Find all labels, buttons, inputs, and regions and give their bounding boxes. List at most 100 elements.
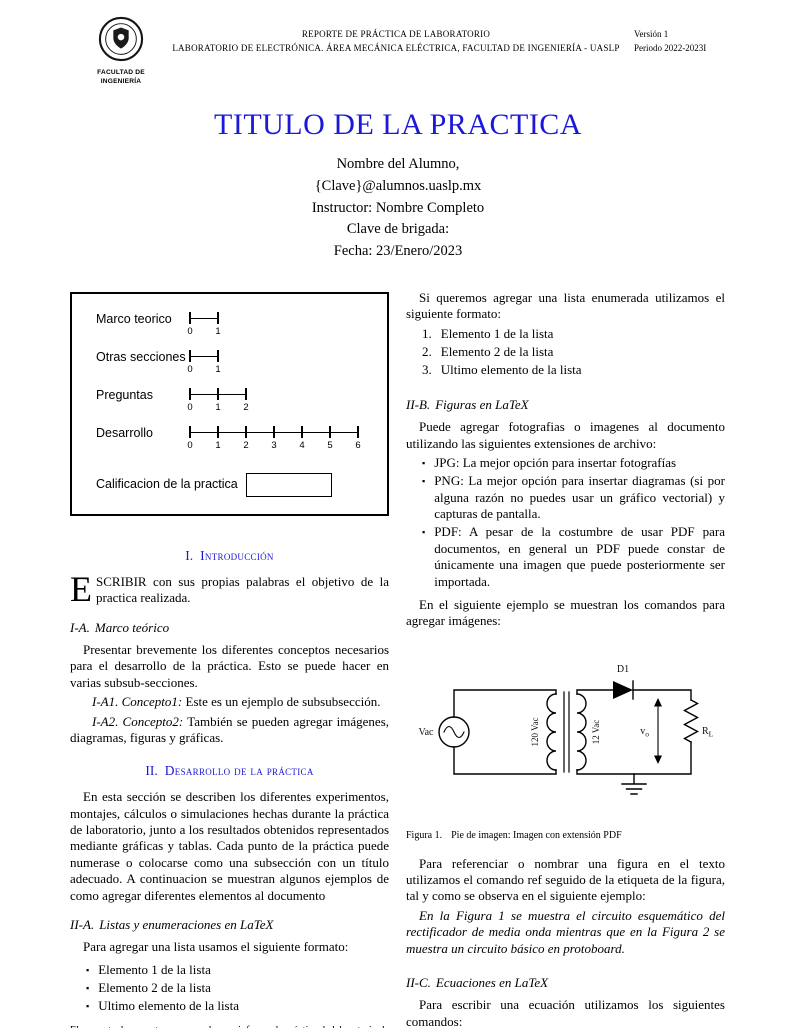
tick-mark bbox=[189, 425, 191, 438]
figure-caption-text: Pie de imagen: Imagen con extensión PDF bbox=[451, 829, 622, 841]
document-header: FACULTAD DE INGENIERÍA REPORTE DE PRÁCTI… bbox=[70, 16, 726, 86]
bullet-icon: ▪ bbox=[86, 1001, 90, 1012]
section-title: Introducción bbox=[200, 547, 274, 563]
tick-mark bbox=[189, 387, 191, 400]
header-version-block: Versión 1 Periodo 2022-2023I bbox=[634, 16, 726, 56]
tick-mark bbox=[301, 425, 303, 438]
arrowhead-up bbox=[654, 697, 662, 707]
page-title: TITULO DE LA PRACTICA bbox=[214, 108, 582, 142]
report-type-line: REPORTE DE PRÁCTICA DE LABORATORIO bbox=[301, 29, 491, 39]
wire bbox=[453, 745, 557, 775]
score-scale: 0 1 2 bbox=[187, 386, 249, 418]
version-label: Versión 1 bbox=[634, 29, 669, 39]
author-email: {Clave}@alumnos.uaslp.mx bbox=[314, 177, 482, 194]
tick-label: 4 bbox=[299, 439, 305, 451]
section-number: I. bbox=[185, 547, 194, 563]
wire bbox=[576, 740, 692, 775]
logo-caption: FACULTAD DE INGENIERÍA bbox=[84, 69, 158, 86]
list-item: ▪PNG: La mejor opción para insertar diag… bbox=[422, 473, 725, 522]
wire bbox=[453, 688, 557, 718]
laboratory-line: LABORATORIO DE ELECTRÓNICA. ÁREA MECÁNIC… bbox=[172, 42, 620, 53]
source-label: Vac bbox=[419, 727, 435, 738]
subsection-heading-listas: II-A.Listas y enumeraciones en LaTeX bbox=[70, 917, 389, 933]
figure-caption: Figura 1. Pie de imagen: Imagen con exten… bbox=[406, 829, 725, 842]
subsection-title: Listas y enumeraciones en LaTeX bbox=[99, 916, 274, 932]
header-center-block: REPORTE DE PRÁCTICA DE LABORATORIO LABOR… bbox=[158, 16, 634, 56]
vout-label: vo bbox=[640, 726, 649, 739]
list-number: 3. bbox=[422, 362, 432, 378]
ref-example-paragraph: En la Figura 1 se muestra el circuito es… bbox=[406, 907, 725, 956]
two-column-body: Marco teorico 0 1 Otras secciones 0 1 Pr… bbox=[70, 290, 726, 1028]
tick-mark bbox=[245, 387, 247, 400]
list-item-text: PDF: A pesar de la costumbre de usar PDF… bbox=[434, 524, 725, 589]
tick-label: 1 bbox=[215, 401, 221, 413]
tick-mark bbox=[245, 425, 247, 438]
right-column: Si queremos agregar una lista enumerada … bbox=[406, 290, 725, 1028]
bullet-icon: ▪ bbox=[86, 964, 90, 975]
primary-voltage-label: 120 Vac bbox=[530, 717, 540, 746]
primary-coil bbox=[546, 692, 557, 771]
subsection-title: Ecuaciones en LaTeX bbox=[435, 974, 549, 990]
instructor-line: Instructor: Nombre Completo bbox=[311, 199, 485, 216]
ground-icon bbox=[621, 772, 647, 795]
section-title: Desarrollo de la práctica bbox=[164, 763, 314, 779]
rubric-row-label: Preguntas bbox=[96, 387, 153, 402]
tick-label: 1 bbox=[215, 363, 221, 375]
figure-caption-label: Figura 1. bbox=[406, 829, 443, 841]
secondary-coil bbox=[576, 692, 587, 771]
tick-label: 0 bbox=[187, 439, 193, 451]
score-scale: 0 1 bbox=[187, 310, 221, 342]
file-format-list: ▪JPG: La mejor opción para insertar foto… bbox=[406, 455, 725, 590]
score-scale: 0 1 2 3 4 5 6 bbox=[187, 424, 361, 456]
rubric-row-label: Desarrollo bbox=[96, 425, 153, 440]
subsection-number: II-B. bbox=[406, 396, 431, 412]
circuit-diagram: Vac 120 Vac 12 Vac D1 vo RL bbox=[419, 664, 714, 795]
section-heading-introduccion: I. Introducción bbox=[70, 547, 389, 564]
rubric-row: Desarrollo 0 1 2 3 4 5 6 bbox=[96, 422, 373, 460]
rubric-row: Preguntas 0 1 2 bbox=[96, 384, 373, 422]
list-item: ▪JPG: La mejor opción para insertar foto… bbox=[422, 455, 725, 471]
numbered-list: 1.Elemento 1 de la lista 2.Elemento 2 de… bbox=[406, 326, 725, 379]
date-line: Fecha: 23/Enero/2023 bbox=[333, 243, 463, 260]
logo-caption-line2: INGENIERÍA bbox=[100, 77, 142, 85]
author-name: Nombre del Alumno, bbox=[336, 156, 460, 173]
tick-label: 5 bbox=[327, 439, 333, 451]
subsection-heading-figuras: II-B.Figuras en LaTeX bbox=[406, 397, 725, 413]
subsection-number: I-A. bbox=[70, 619, 90, 635]
figuras-intro-paragraph: Puede agregar fotografias o imagenes al … bbox=[406, 419, 725, 451]
section-heading-desarrollo: II.Desarrollo de la práctica bbox=[70, 762, 389, 779]
list-item-text: Elemento 2 de la lista bbox=[440, 344, 554, 359]
tick-mark bbox=[217, 425, 219, 438]
rubric-row: Marco teorico 0 1 bbox=[96, 308, 373, 346]
bullet-list: ▪ Elemento 1 de la lista ▪Elemento 2 de l… bbox=[70, 962, 389, 1017]
dropcap-letter: E bbox=[70, 568, 92, 609]
university-seal-icon bbox=[98, 16, 144, 62]
rubric-row-label: Otras secciones bbox=[96, 349, 186, 364]
period-label: Periodo 2022-2023I bbox=[634, 42, 707, 53]
list-item-text: Ultimo elemento de la lista bbox=[440, 362, 582, 378]
list-item: ▪Elemento 2 de la lista bbox=[86, 980, 389, 996]
arrowhead-down bbox=[654, 755, 662, 764]
subsection-heading-ecuaciones: II-C.Ecuaciones en LaTeX bbox=[406, 975, 725, 991]
list-item-text: PNG: La mejor opción para insertar diagr… bbox=[434, 473, 725, 521]
wire bbox=[576, 688, 614, 695]
list-item-text: Ultimo elemento de la lista bbox=[98, 998, 240, 1014]
author-block: Nombre del Alumno, {Clave}@alumnos.uaslp… bbox=[70, 154, 726, 263]
tick-mark bbox=[217, 387, 219, 400]
sine-wave-icon bbox=[443, 725, 465, 738]
tick-mark bbox=[217, 349, 219, 362]
tick-label: 1 bbox=[215, 439, 221, 451]
equation-intro-paragraph: Para escribir una ecuación utilizamos lo… bbox=[406, 997, 725, 1028]
tick-mark bbox=[357, 425, 359, 438]
wire bbox=[632, 688, 692, 701]
list-item-text: Elemento 1 de la lista bbox=[440, 325, 554, 341]
grade-label: Calificacion de la practica bbox=[96, 477, 238, 491]
concepto2-text: También se pueden agregar imágenes, diag… bbox=[70, 713, 390, 745]
logo-caption-line1: FACULTAD DE bbox=[97, 69, 145, 76]
list-item-text: Elemento 1 de la lista bbox=[98, 961, 211, 977]
tick-mark bbox=[273, 425, 275, 438]
subsection-number: II-A. bbox=[70, 916, 95, 932]
secondary-voltage-label: 12 Vac bbox=[591, 719, 601, 744]
